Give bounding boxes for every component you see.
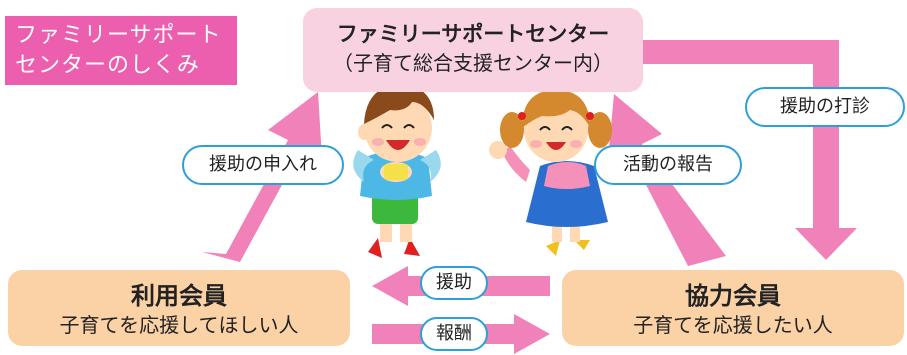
report-label: 活動の報告 [594, 145, 742, 185]
coop-member-desc: 子育てを応援したい人 [633, 313, 833, 337]
user-member-name: 利用会員 [131, 282, 227, 310]
inquiry-label: 援助の打診 [745, 87, 905, 127]
title-box: ファミリーサポート センターのしくみ [5, 16, 237, 85]
title-line-1: ファミリーサポート [15, 23, 222, 48]
girl-illustration [489, 90, 612, 256]
boy-illustration [353, 84, 441, 258]
user-member-box: 利用会員 子育てを応援してほしい人 [8, 270, 350, 346]
coop-member-box: 協力会員 子育てを応援したい人 [562, 270, 904, 346]
title-line-2: センターのしくみ [15, 53, 200, 78]
request-label: 援助の申入れ [182, 145, 344, 185]
support-center-sub: （子育て総合支援センター内） [333, 51, 613, 75]
request-arrow [202, 92, 322, 262]
support-label: 援助 [420, 266, 488, 300]
user-member-desc: 子育てを応援してほしい人 [59, 313, 299, 337]
inquiry-arrow [643, 40, 857, 260]
reward-label: 報酬 [420, 317, 488, 351]
support-center-box: ファミリーサポートセンター （子育て総合支援センター内） [303, 8, 643, 92]
coop-member-name: 協力会員 [685, 282, 781, 310]
support-center-name: ファミリーサポートセンター [336, 22, 610, 46]
